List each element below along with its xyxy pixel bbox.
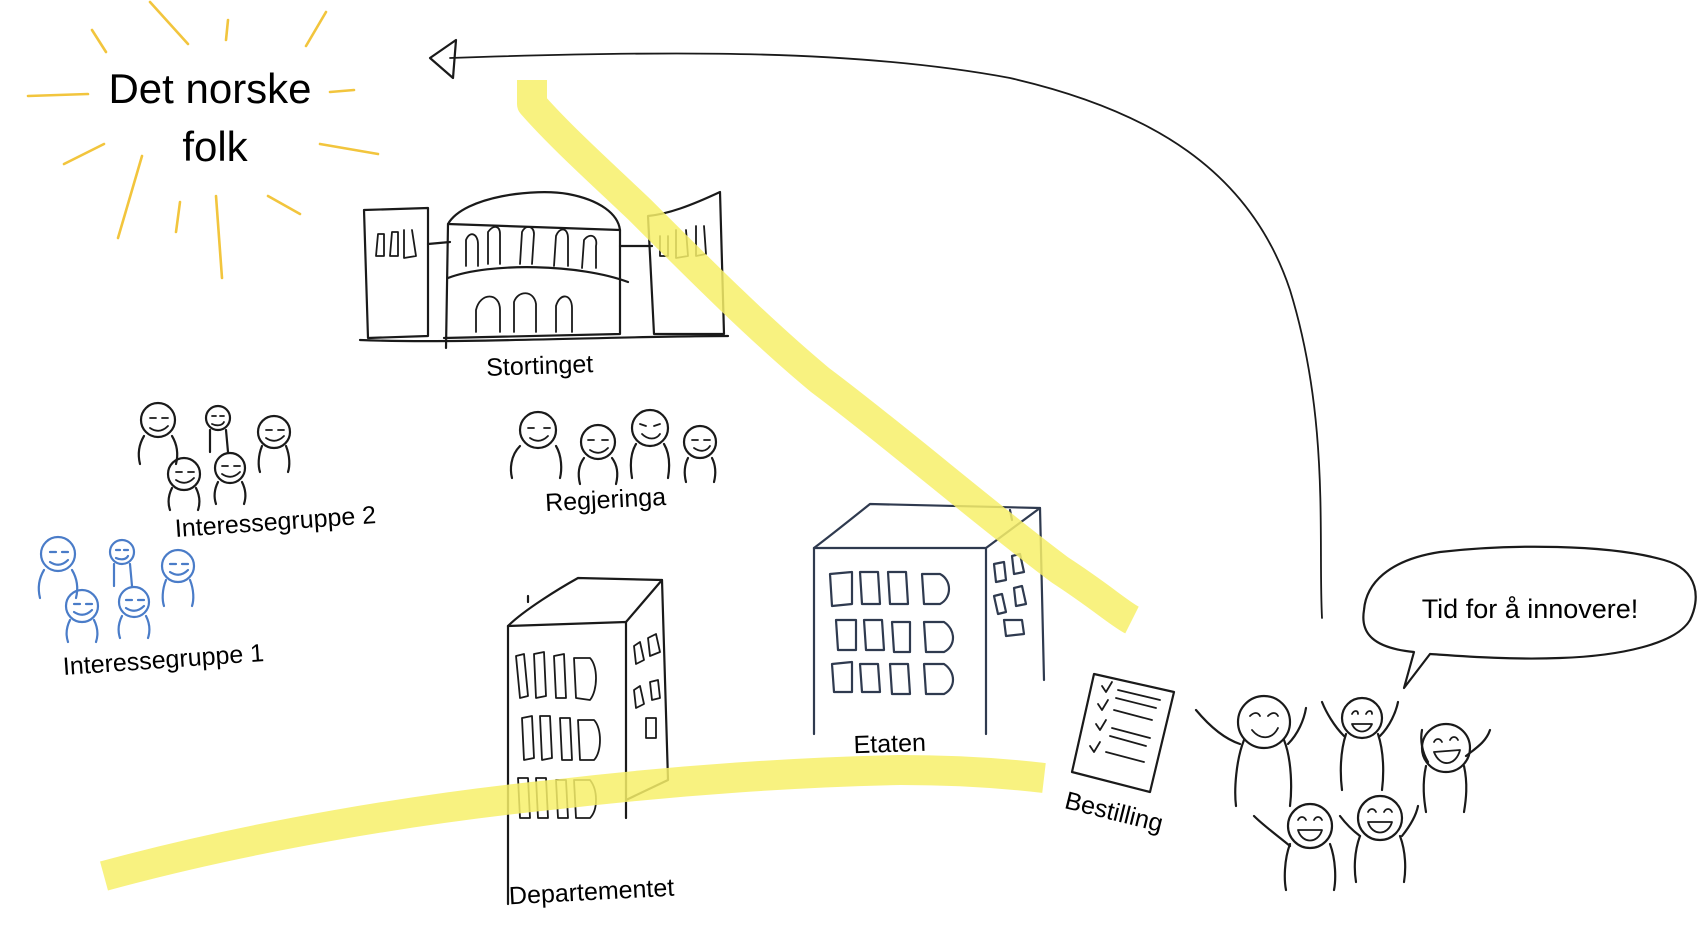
- stick-figure-icon: [160, 548, 196, 608]
- stick-figure-icon: [1252, 802, 1337, 892]
- stick-figure-icon: [213, 451, 247, 506]
- stick-figure-icon: [117, 585, 151, 640]
- bestilling-label: Bestilling: [1062, 787, 1166, 838]
- interessegruppe-1-group: [37, 535, 196, 644]
- regjeringa-group: [509, 408, 718, 486]
- stick-figure-icon: [1194, 694, 1308, 808]
- stick-figure-icon: [108, 538, 136, 588]
- stick-figure-icon: [629, 408, 671, 480]
- checklist-document-icon: [1070, 672, 1176, 794]
- stick-figure-icon: [64, 588, 100, 644]
- team-group: [1194, 694, 1492, 892]
- stick-figure-icon: [256, 414, 292, 474]
- sun-rays-icon: [26, 0, 380, 280]
- title-line-2: folk: [182, 123, 248, 170]
- parliament-building-icon: [358, 190, 730, 350]
- stortinget-label: Stortinget: [486, 350, 594, 382]
- stick-figure-icon: [1320, 696, 1400, 792]
- stick-figure-icon: [1338, 794, 1420, 884]
- arrowhead-icon: [428, 38, 458, 80]
- regjeringa-label: Regjeringa: [544, 483, 666, 517]
- office-building-icon: [506, 576, 670, 906]
- highlighter-strokes: [100, 80, 1140, 891]
- interessegruppe-1-label: Interessegruppe 1: [62, 639, 265, 681]
- feedback-arrow: [449, 52, 1323, 619]
- stick-figure-icon: [37, 535, 79, 600]
- stick-figure-icon: [577, 423, 619, 486]
- interessegruppe-2-label: Interessegruppe 2: [174, 501, 377, 543]
- interessegruppe-2-group: [137, 401, 292, 512]
- stick-figure-icon: [204, 404, 232, 454]
- departementet-label: Departementet: [508, 874, 675, 911]
- stick-figure-icon: [682, 424, 718, 484]
- speech-bubble: [1362, 545, 1697, 690]
- stick-figure-icon: [166, 456, 202, 512]
- etaten-label: Etaten: [853, 729, 926, 760]
- stick-figure-icon: [137, 401, 179, 466]
- title-line-1: Det norske: [108, 65, 311, 112]
- stick-figure-icon: [1420, 722, 1492, 814]
- speech-bubble-text: Tid for å innovere!: [1422, 594, 1639, 624]
- stick-figure-icon: [509, 410, 563, 480]
